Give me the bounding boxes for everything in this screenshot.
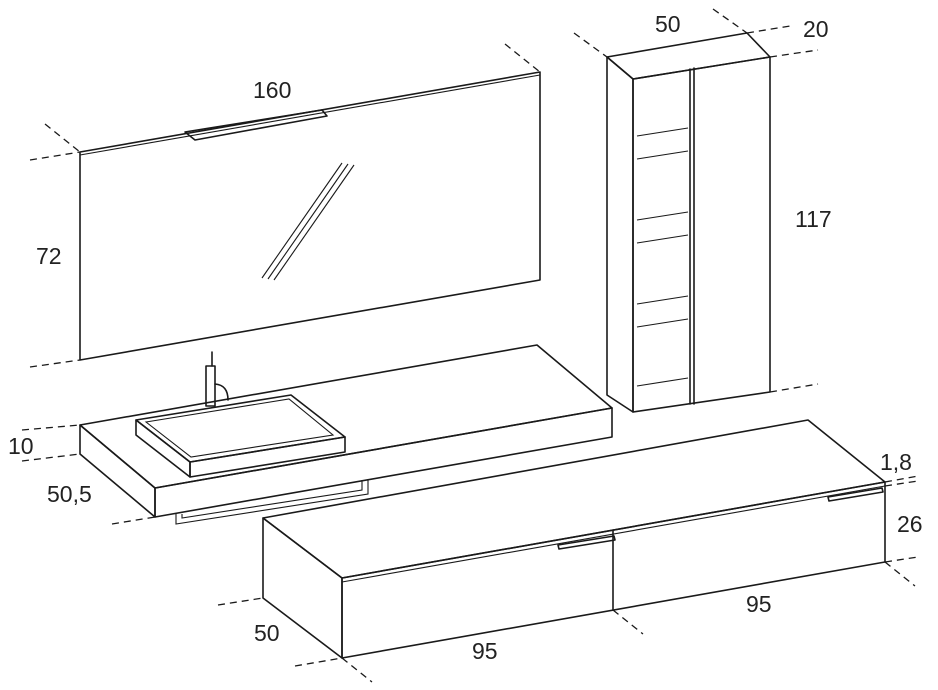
drawer-width-front-label: 95: [472, 638, 498, 664]
vanity-top: [79, 344, 613, 525]
mirror-height-label: 72: [36, 243, 62, 269]
column-depth-label: 20: [803, 16, 829, 42]
base-cabinet: [262, 419, 886, 659]
top-depth-label: 50,5: [47, 481, 92, 507]
mirror-width-label: 160: [253, 77, 291, 103]
dimension-labels: 160 72 50 20 117 10 50,5 1,8 26 50 95 95: [8, 11, 923, 664]
extension-lines: [21, 8, 919, 683]
column-width-label: 50: [655, 11, 681, 37]
drawer-width-right-label: 95: [746, 591, 772, 617]
column-cabinet: [606, 32, 771, 413]
mirror: [79, 71, 541, 361]
washbasin: [135, 394, 346, 478]
base-depth-label: 50: [254, 620, 280, 646]
top-thickness-label: 10: [8, 433, 34, 459]
base-height-label: 26: [897, 511, 923, 537]
column-height-label: 117: [795, 206, 832, 232]
faucet: [205, 351, 229, 407]
base-top-thickness-label: 1,8: [880, 449, 912, 475]
